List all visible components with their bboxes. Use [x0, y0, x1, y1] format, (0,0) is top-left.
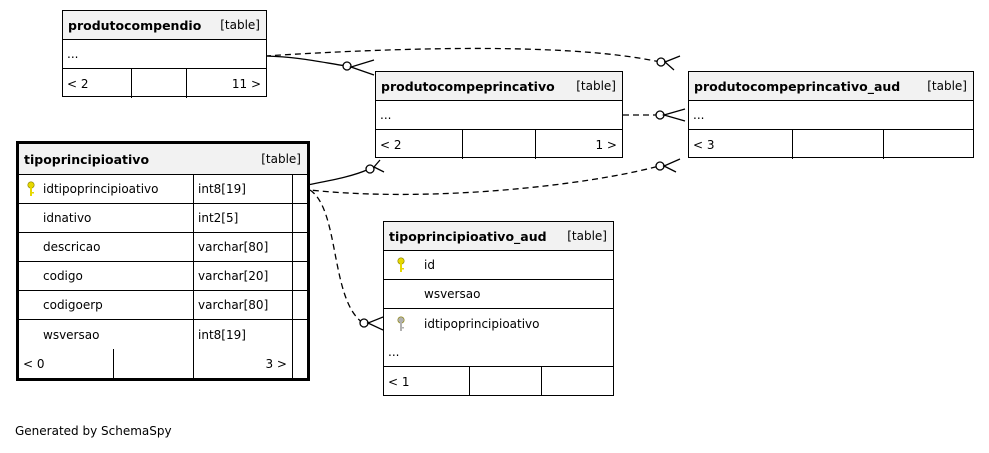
column-type: varchar[20] [194, 262, 293, 290]
ellipsis-row: ... [63, 40, 266, 69]
column-name: idtipoprincipioativo [39, 175, 194, 203]
table-name: tipoprincipioativo_aud [389, 228, 547, 244]
relationship-counts: < 1 [384, 367, 613, 396]
children-count: 3 > [194, 349, 293, 378]
rel-tipo-tipo-aud [309, 189, 364, 324]
parents-count: < 0 [19, 349, 114, 378]
column-type: int2[5] [194, 204, 293, 232]
table-type: [table] [261, 152, 301, 166]
column-name: idtipoprincipioativo [424, 316, 540, 331]
column-type: varchar[80] [194, 233, 293, 261]
table-type: [table] [927, 79, 967, 93]
key-slot [19, 204, 39, 232]
children-count: 1 > [595, 137, 617, 152]
relationship-counts: < 2 11 > [63, 69, 266, 98]
table-tipoprincipioativo[interactable]: tipoprincipioativo [table] idtipoprincip… [16, 141, 310, 381]
table-produtocompeprincativo[interactable]: produtocompeprincativo [table] ... < 2 1… [375, 71, 623, 159]
table-type: [table] [576, 79, 616, 93]
relationship-counts: < 0 3 > [19, 349, 307, 378]
table-name: produtocompendio [68, 17, 202, 33]
ellipsis-row: ... [376, 101, 622, 130]
column-list: id wsversao idtipoprincipioativo [384, 251, 613, 338]
rel-tipo-compeprincativo-aud [292, 165, 660, 196]
parents-count: < 2 [63, 69, 132, 98]
relationship-counts: < 2 1 > [376, 130, 622, 159]
column-name: codigoerp [39, 291, 194, 319]
column-type: int8[19] [194, 175, 293, 203]
table-produtocompeprincativo-aud[interactable]: produtocompeprincativo_aud [table] ... <… [688, 71, 974, 159]
parents-count: < 1 [384, 367, 470, 396]
primary-key-icon [19, 175, 39, 203]
ellipsis-row: ... [689, 101, 973, 130]
children-count [542, 367, 613, 396]
primary-key-icon [384, 251, 414, 279]
ellipsis-row: ... [384, 338, 613, 367]
key-slot [384, 280, 414, 308]
table-header: produtocompeprincativo [table] [376, 72, 622, 101]
table-name: produtocompeprincativo_aud [694, 78, 901, 94]
column-row: idtipoprincipioativo [384, 309, 613, 338]
children-count: 11 > [231, 76, 261, 91]
rel-compendio-compeprincativo [264, 55, 347, 67]
children-count [884, 130, 973, 159]
column-type: varchar[80] [194, 291, 293, 319]
column-name: wsversao [39, 320, 194, 349]
footer-credit: Generated by SchemaSpy [15, 424, 172, 438]
column-name: id [424, 258, 435, 272]
column-name: idnativo [39, 204, 194, 232]
column-type: int8[19] [194, 320, 293, 349]
key-slot [19, 262, 39, 290]
table-type: [table] [220, 18, 260, 32]
table-name: produtocompeprincativo [381, 78, 555, 94]
parents-count: < 2 [376, 130, 463, 159]
column-name: codigo [39, 262, 194, 290]
relationship-counts: < 3 [689, 130, 973, 159]
table-name: tipoprincipioativo [24, 151, 150, 167]
rel-compendio-compeprincativo-aud [264, 47, 661, 63]
table-header: produtocompendio [table] [63, 11, 266, 40]
key-slot [19, 233, 39, 261]
table-type: [table] [567, 229, 607, 243]
table-produtocompendio[interactable]: produtocompendio [table] ... < 2 11 > [62, 10, 267, 98]
key-slot [19, 291, 39, 319]
key-slot [19, 320, 39, 349]
parents-count: < 3 [689, 130, 793, 159]
foreign-key-icon [384, 309, 414, 338]
table-header: produtocompeprincativo_aud [table] [689, 72, 973, 101]
table-header: tipoprincipioativo [table] [19, 144, 307, 175]
column-name: wsversao [424, 287, 481, 301]
column-row: wsversao [384, 280, 613, 309]
column-row: id [384, 251, 613, 280]
table-header: tipoprincipioativo_aud [table] [384, 222, 613, 251]
table-tipoprincipioativo-aud[interactable]: tipoprincipioativo_aud [table] id wsversa… [383, 221, 614, 396]
column-name: descricao [39, 233, 194, 261]
